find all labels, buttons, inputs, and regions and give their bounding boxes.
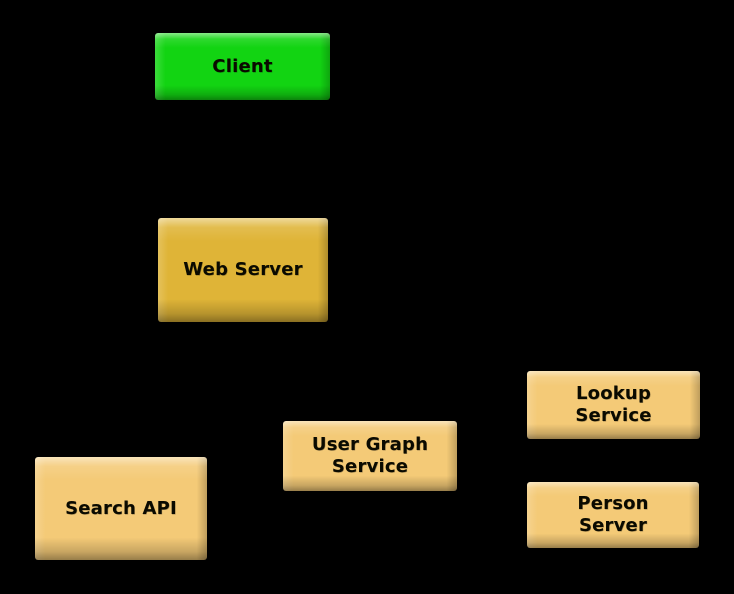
- node-person-server[interactable]: Person Server: [527, 482, 699, 548]
- node-lookup-service[interactable]: Lookup Service: [527, 371, 700, 439]
- node-lookup-service-label: Lookup Service: [575, 383, 652, 426]
- node-client[interactable]: Client: [155, 33, 330, 100]
- node-web-server-label: Web Server: [183, 259, 303, 281]
- node-client-label: Client: [212, 55, 273, 77]
- node-web-server[interactable]: Web Server: [158, 218, 328, 322]
- node-user-graph-service[interactable]: User Graph Service: [283, 421, 457, 491]
- node-search-api-label: Search API: [65, 497, 177, 519]
- node-person-server-label: Person Server: [577, 493, 649, 536]
- node-search-api[interactable]: Search API: [35, 457, 207, 560]
- node-user-graph-service-label: User Graph Service: [311, 434, 429, 477]
